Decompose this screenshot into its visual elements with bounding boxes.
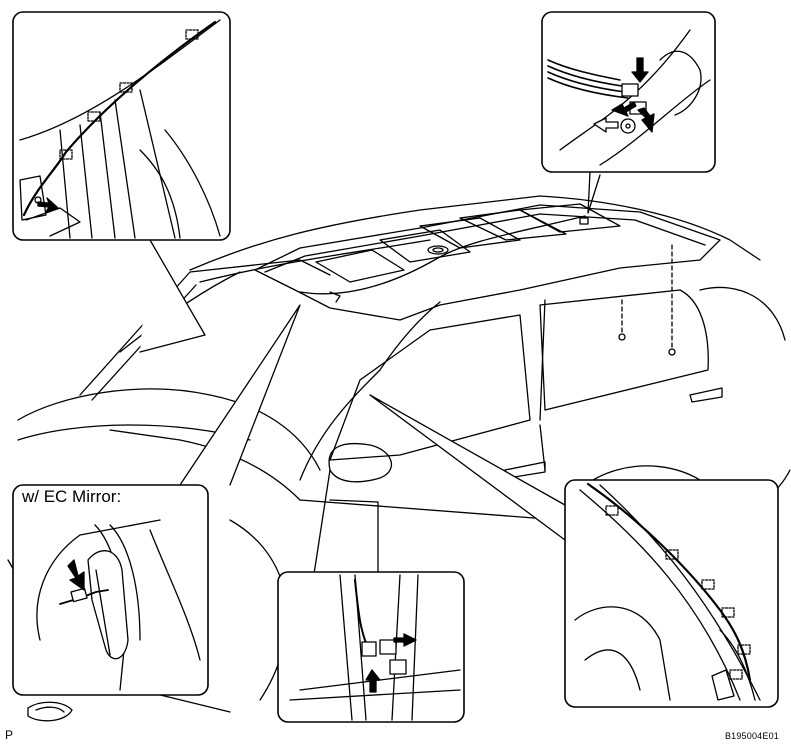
rear-door-handle: [689, 387, 723, 403]
detail-box-top-right: [541, 11, 716, 173]
clip-2: [668, 348, 676, 356]
mirror-connector: [70, 587, 88, 603]
clip-icon: [701, 579, 715, 590]
filled-arrow-icon: [67, 559, 85, 591]
connector: [379, 639, 397, 655]
filled-arrow-icon: [365, 669, 381, 693]
clip-icon: [737, 644, 751, 655]
detail-box-ec-mirror: [12, 484, 209, 696]
fog-lamp: [27, 701, 73, 722]
hood: [17, 388, 321, 471]
filled-arrow-icon: [637, 107, 655, 133]
clip-icon: [721, 607, 735, 618]
detail-wire: [586, 482, 752, 682]
detail-box-frame: [564, 479, 779, 708]
rear-door-window: [539, 289, 709, 411]
clip-icon: [185, 29, 199, 40]
ec-mirror-label: w/ EC Mirror:: [22, 487, 122, 506]
side-mirror: [328, 442, 392, 483]
clip-1: [618, 333, 626, 341]
bolt: [620, 118, 636, 134]
pointer-bottom-right: [369, 394, 566, 541]
windshield-frame: [79, 259, 331, 396]
headliner-panel-3: [419, 217, 521, 249]
callout-pointers: [139, 171, 601, 579]
headliner-wire: [299, 215, 586, 295]
clip-icon: [605, 505, 619, 516]
connector: [389, 659, 407, 675]
detail-wire: [22, 20, 217, 217]
mirror-wire: [59, 589, 109, 605]
clip-icon: [59, 149, 73, 160]
headliner-panel-1: [315, 249, 405, 283]
dome-lamp: [427, 245, 449, 255]
headliner-panel-2: [379, 229, 471, 263]
detail-box-bottom-middle: [277, 571, 465, 723]
pillar-wire-harness: [299, 301, 441, 481]
clip-icon: [87, 111, 101, 122]
detail-box-top-left: [12, 11, 231, 241]
clip-icon: [729, 669, 743, 680]
clip-icon: [665, 549, 679, 560]
pointer-bottom-left: [179, 304, 301, 486]
connector: [621, 83, 639, 97]
headliner-outline: [254, 204, 721, 321]
headliner-panel-4: [459, 209, 567, 241]
rearview-mirror: [87, 550, 129, 660]
filled-arrow-icon: [611, 101, 637, 117]
detail-box-bottom-right: [564, 479, 779, 708]
front-door-window: [329, 314, 531, 461]
page-letter: P: [5, 728, 14, 742]
roof-outline: [189, 195, 761, 271]
outline-arrow-icon: [593, 117, 619, 133]
detail-wire: [547, 59, 621, 81]
filled-arrow-icon: [37, 197, 59, 213]
clip-icon: [119, 82, 133, 93]
pointer-top-right: [587, 171, 601, 214]
roof-connector: [579, 217, 589, 225]
figure-code: B195004E01: [724, 731, 779, 741]
detail-box-frame: [12, 11, 231, 241]
pointer-top-left: [139, 239, 206, 353]
headliner-panel: [254, 203, 721, 356]
connector: [361, 641, 377, 657]
filled-arrow-icon: [393, 633, 417, 647]
filled-arrow-icon: [631, 57, 649, 83]
